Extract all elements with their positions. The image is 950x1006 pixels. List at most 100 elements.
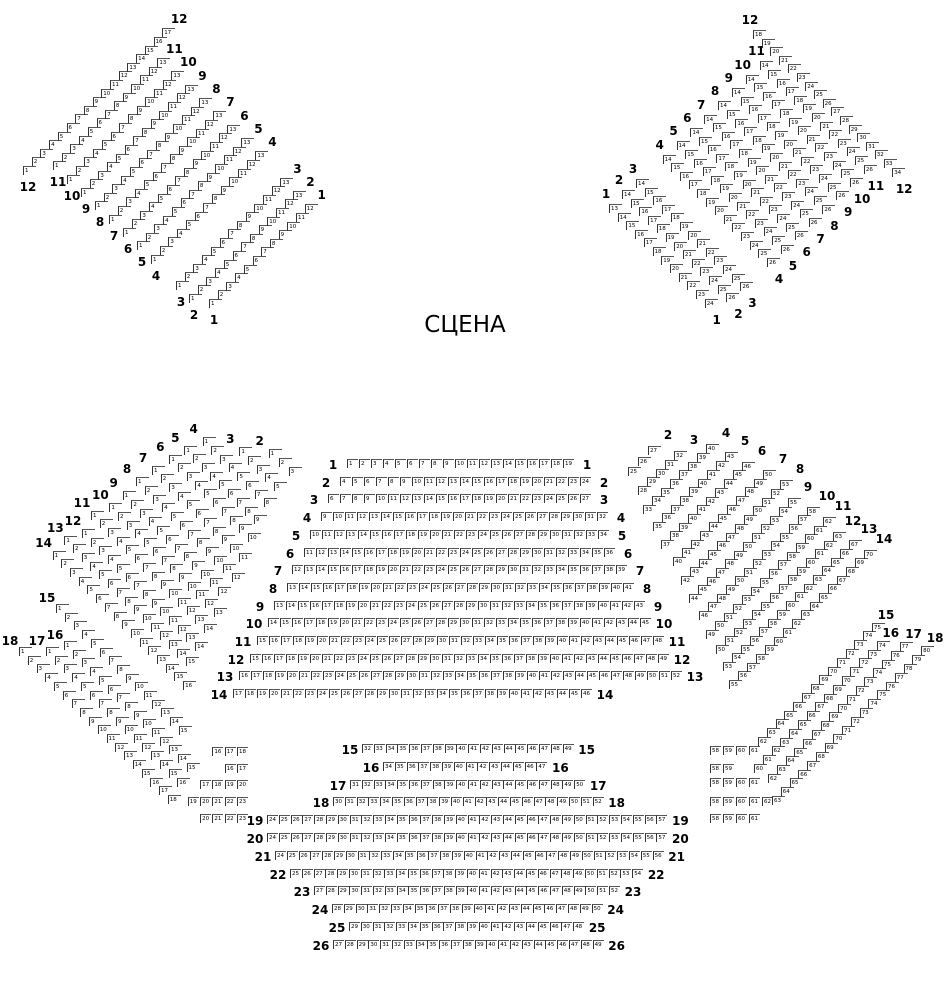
seat-stalls[interactable]: 31 [520, 565, 531, 575]
seat-lodge-left[interactable]: 11 [209, 578, 223, 588]
seat-lodge-left[interactable]: 10 [247, 532, 261, 542]
seat-stalls[interactable]: 27 [580, 494, 591, 504]
seat-stalls[interactable]: 39 [599, 582, 610, 592]
seat-lodge-right[interactable]: 55 [741, 644, 754, 654]
seat-lodge-left[interactable]: 8 [183, 552, 197, 562]
seat-stalls[interactable]: 34 [385, 815, 396, 825]
seat-balcony-right[interactable]: 17 [702, 167, 716, 177]
seat-lodge-left[interactable]: 8 [196, 538, 210, 548]
seat-lodge-right[interactable]: 46 [727, 504, 740, 514]
seat-lodge-left[interactable]: 3 [169, 483, 183, 493]
seat-stalls[interactable]: 45 [587, 671, 598, 681]
seat-stalls[interactable]: 19 [346, 600, 357, 610]
seat-stalls[interactable]: 34 [508, 618, 519, 628]
seat-stalls[interactable]: 34 [402, 904, 414, 914]
seat-stalls[interactable]: 10 [310, 529, 321, 539]
seat-stalls[interactable]: 32 [373, 886, 384, 896]
seat-balcony-left[interactable]: 9 [150, 119, 164, 129]
seat-side-left[interactable]: 15 [186, 762, 200, 772]
seat-stalls[interactable]: 47 [569, 939, 580, 949]
seat-side-left[interactable]: 16 [224, 764, 236, 773]
seat-balcony-left[interactable]: 5 [57, 131, 71, 141]
seat-stalls[interactable]: 47 [611, 671, 622, 681]
seat-balcony-right[interactable]: 28 [840, 116, 853, 125]
seat-lodge-left[interactable]: 4 [178, 491, 192, 501]
seat-stalls[interactable]: 27 [401, 636, 412, 645]
seat-lodge-left[interactable]: 12 [218, 587, 232, 597]
seat-balcony-left[interactable]: 10 [187, 137, 201, 147]
seat-stalls[interactable]: 36 [426, 904, 438, 914]
seat-side-right[interactable]: 78 [903, 664, 917, 673]
seat-stalls[interactable]: 33 [425, 689, 436, 699]
seat-stalls[interactable]: 24 [544, 494, 555, 504]
seat-stalls[interactable]: 46 [599, 671, 610, 681]
seat-lodge-left[interactable]: 11 [139, 637, 153, 647]
seat-stalls[interactable]: 35 [419, 922, 431, 931]
seat-stalls[interactable]: 28 [526, 529, 537, 539]
seat-stalls[interactable]: 38 [533, 636, 544, 645]
seat-stalls[interactable]: 39 [444, 815, 455, 825]
seat-stalls[interactable]: 21 [383, 582, 394, 592]
seat-stalls[interactable]: 1 [347, 459, 358, 468]
seat-stalls[interactable]: 47 [546, 850, 558, 860]
seat-balcony-left[interactable]: 4 [177, 228, 191, 238]
seat-side-left[interactable]: 21 [212, 797, 224, 806]
seat-side-right[interactable]: 58 [710, 746, 721, 755]
seat-stalls[interactable]: 28 [436, 618, 447, 628]
seat-balcony-right[interactable]: 23 [754, 218, 768, 228]
seat-stalls[interactable]: 28 [413, 636, 424, 645]
seat-side-left[interactable]: 6 [107, 684, 121, 694]
seat-stalls[interactable]: 30 [407, 671, 418, 681]
seat-stalls[interactable]: 50 [569, 797, 580, 807]
seat-stalls[interactable]: 30 [437, 636, 448, 645]
seat-stalls[interactable]: 31 [372, 922, 384, 931]
seat-side-right[interactable]: 77 [894, 672, 908, 682]
seat-balcony-right[interactable]: 26 [794, 231, 808, 241]
seat-side-right[interactable]: 66 [806, 711, 820, 721]
seat-balcony-left[interactable]: 9 [164, 132, 178, 142]
seat-balcony-right[interactable]: 26 [767, 257, 781, 267]
seat-stalls[interactable]: 25 [290, 868, 301, 878]
seat-stalls[interactable]: 36 [563, 582, 574, 592]
seat-stalls[interactable]: 28 [383, 671, 394, 681]
seat-stalls[interactable]: 47 [538, 833, 550, 842]
seat-stalls[interactable]: 19 [305, 636, 316, 645]
seat-stalls[interactable]: 44 [501, 761, 512, 771]
seat-lodge-right[interactable]: 63 [833, 531, 846, 541]
seat-side-left[interactable]: 10 [134, 682, 148, 692]
seat-stalls[interactable]: 27 [302, 815, 314, 825]
seat-balcony-left[interactable]: 13 [171, 71, 185, 81]
seat-balcony-left[interactable]: 6 [110, 131, 124, 141]
seat-stalls[interactable]: 44 [526, 922, 537, 931]
seat-balcony-right[interactable]: 25 [827, 182, 841, 192]
seat-lodge-right[interactable]: 60 [786, 601, 799, 611]
seat-lodge-left[interactable]: 12 [177, 624, 191, 634]
seat-side-left[interactable]: 10 [124, 725, 138, 735]
seat-stalls[interactable]: 41 [485, 904, 497, 914]
seat-stalls[interactable]: 31 [349, 815, 361, 825]
seat-balcony-right[interactable]: 22 [691, 258, 705, 268]
seat-stalls[interactable]: 46 [534, 850, 546, 860]
seat-stalls[interactable]: 45 [514, 833, 526, 842]
seat-lodge-left[interactable]: 13 [186, 633, 200, 643]
seat-side-left[interactable]: 12 [142, 742, 156, 752]
seat-stalls[interactable]: 29 [349, 922, 360, 931]
seat-stalls[interactable]: 41 [465, 761, 477, 771]
seat-stalls[interactable]: 40 [456, 744, 468, 753]
seat-stalls[interactable]: 16 [405, 512, 416, 522]
seat-stalls[interactable]: 23 [466, 529, 477, 539]
seat-stalls[interactable]: 44 [503, 779, 515, 789]
seat-side-left[interactable]: 13 [151, 751, 164, 761]
seat-stalls[interactable]: 20 [310, 653, 321, 663]
seat-stalls[interactable]: 36 [409, 779, 420, 789]
seat-stalls[interactable]: 34 [385, 779, 397, 789]
seat-stalls[interactable]: 49 [562, 833, 573, 842]
seat-balcony-left[interactable]: 3 [193, 263, 207, 273]
seat-stalls[interactable]: 11 [304, 547, 315, 557]
seat-stalls[interactable]: 45 [526, 868, 537, 878]
seat-balcony-left[interactable]: 2 [75, 166, 89, 176]
seat-stalls[interactable]: 34 [485, 636, 496, 645]
seat-stalls[interactable]: 43 [593, 636, 604, 645]
seat-lodge-left[interactable]: 1 [239, 447, 253, 457]
seat-balcony-left[interactable]: 8 [155, 141, 169, 151]
